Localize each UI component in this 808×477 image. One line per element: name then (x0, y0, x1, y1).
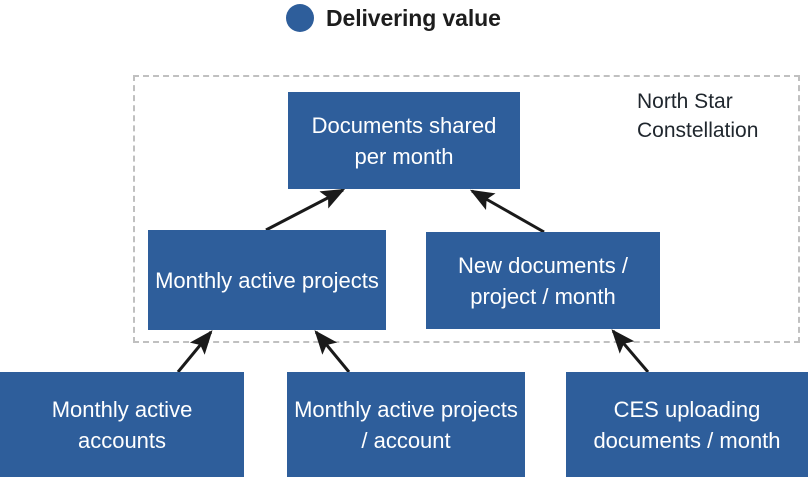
node-documents-shared-per-month[interactable]: Documents shared per month (288, 92, 520, 189)
node-label: New documents / project / month (458, 252, 628, 309)
node-ces-uploading-documents-per-month[interactable]: CES uploading documents / month (566, 372, 808, 477)
node-label: Monthly active accounts (51, 396, 193, 453)
node-monthly-active-accounts[interactable]: Monthly active accounts (0, 372, 244, 477)
legend-label: Delivering value (326, 4, 501, 31)
node-label: Documents shared per month (311, 112, 497, 169)
node-label: Monthly active projects / account (294, 396, 518, 453)
node-monthly-active-projects[interactable]: Monthly active projects (148, 230, 386, 330)
node-label: Monthly active projects (155, 267, 379, 293)
node-new-documents-per-project-per-month[interactable]: New documents / project / month (426, 232, 660, 329)
node-monthly-active-projects-per-account[interactable]: Monthly active projects / account (287, 372, 525, 477)
node-label: CES uploading documents / month (593, 396, 781, 453)
filled-circle-icon (286, 4, 314, 32)
north-star-constellation-frame (133, 75, 800, 343)
legend: Delivering value (286, 4, 501, 32)
north-star-constellation-label: North Star Constellation (637, 90, 759, 142)
